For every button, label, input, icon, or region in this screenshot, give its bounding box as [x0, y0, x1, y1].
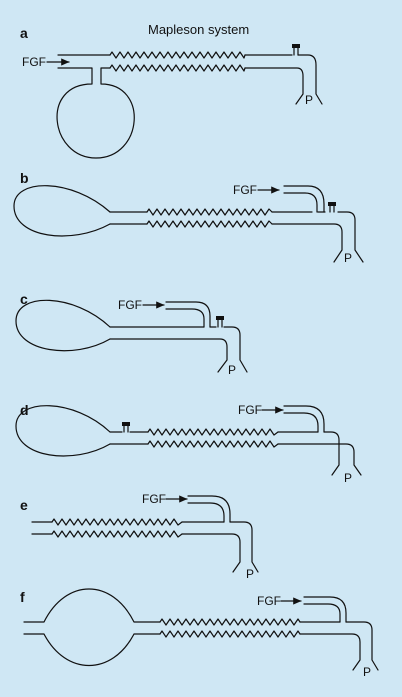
panel-a-patient-label: P	[305, 93, 313, 107]
panel-e-label: e	[20, 497, 28, 513]
panel-b-patient-label: P	[344, 251, 352, 265]
panel-a-lower-wall-tail	[244, 67, 304, 105]
panel-b: b FGF P	[13, 170, 364, 265]
panel-d-valve-icon	[122, 422, 130, 426]
panel-d: d FGF P	[15, 402, 362, 485]
panel-b-label: b	[20, 170, 29, 186]
panel-d-label: d	[20, 402, 29, 418]
diagram-title: Mapleson system	[148, 22, 249, 37]
panel-d-fgf-label: FGF	[238, 403, 262, 417]
panel-b-reservoir-bag	[13, 185, 111, 237]
panel-c: c FGF P	[15, 291, 248, 377]
panel-c-fgf-inlet	[165, 301, 211, 328]
panel-a-label: a	[20, 25, 28, 41]
panel-c-reservoir-bag	[15, 299, 111, 352]
panel-e-corrugated-tube	[51, 518, 183, 538]
panel-c-label: c	[20, 291, 28, 307]
panel-f-fgf-inlet	[303, 596, 347, 623]
panel-b-fgf-label: FGF	[233, 183, 257, 197]
panel-e-patient-label: P	[246, 567, 254, 581]
panel-a-reservoir-bag	[56, 79, 135, 159]
panel-f-label: f	[20, 589, 25, 605]
panel-e: e FGF P	[20, 492, 259, 581]
panel-f-fgf-label: FGF	[257, 594, 281, 608]
panel-b-corrugated-tube	[146, 208, 273, 228]
panel-a-valve-icon	[292, 44, 300, 48]
panel-f-reservoir-bag	[23, 588, 161, 623]
panel-a-lower-wall-left	[57, 67, 93, 81]
panel-e-fgf-inlet	[187, 495, 231, 523]
panel-d-reservoir-bag	[15, 405, 111, 457]
panel-c-patient-label: P	[228, 363, 236, 377]
panel-f-patient-label: P	[363, 665, 371, 679]
panel-a-corrugated-tube	[109, 51, 246, 72]
panel-c-fgf-label: FGF	[118, 298, 142, 312]
panel-a-lower-wall-mid	[100, 67, 111, 81]
panel-b-valve-icon	[328, 202, 336, 206]
panel-b-fgf-inlet	[283, 185, 325, 213]
panel-a-fgf-label: FGF	[22, 55, 46, 69]
panel-a: a FGF P	[20, 25, 323, 159]
panel-e-fgf-label: FGF	[142, 492, 166, 506]
panel-d-fgf-inlet	[283, 405, 325, 433]
panel-f: f FGF P	[20, 588, 379, 679]
panel-c-valve-icon	[216, 316, 224, 320]
panel-d-corrugated-tube	[147, 428, 279, 448]
panel-d-patient-label: P	[344, 471, 352, 485]
panel-a-right-wall	[297, 54, 323, 105]
panel-f-corrugated-tube	[159, 618, 301, 638]
